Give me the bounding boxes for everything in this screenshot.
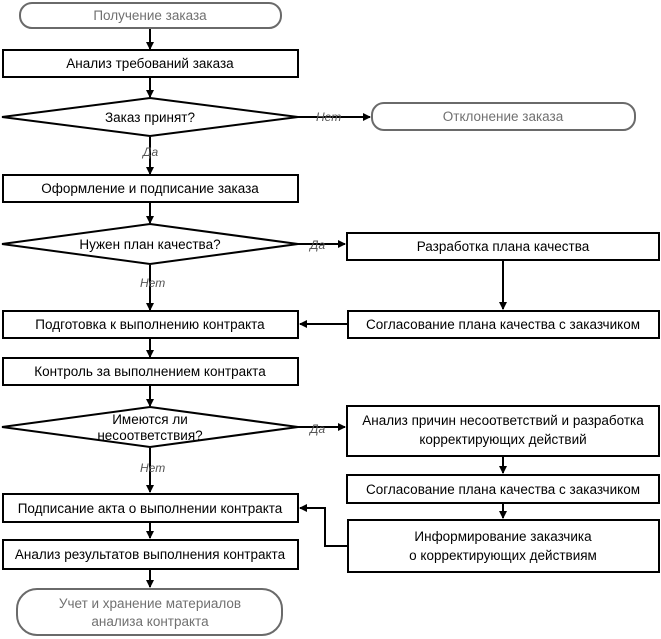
node-nonconformities-question-line1: Имеются ли xyxy=(112,412,188,427)
node-store-materials: Учет и хранение материалов анализа контр… xyxy=(16,588,283,636)
node-agree-quality-plan-2: Согласование плана качества с заказчиком xyxy=(346,474,660,504)
node-order-accepted: Заказ принят? xyxy=(1,96,299,138)
edge-label-no-2: Нет xyxy=(140,276,165,290)
node-develop-quality-plan-label: Разработка плана качества xyxy=(417,239,590,254)
edge-labels: Нет Да Да Нет Да Нет xyxy=(140,110,341,475)
node-store-materials-line1: Учет и хранение материалов xyxy=(59,596,241,611)
node-agree-quality-plan-1-label: Согласование плана качества с заказчиком xyxy=(366,317,640,332)
edge-label-yes-2: Да xyxy=(308,238,325,252)
node-receive-order-label: Получение заказа xyxy=(93,8,207,23)
node-analyze-causes-line2: корректирующих действий xyxy=(419,432,586,447)
node-sign-completion-act-label: Подписание акта о выполнении контракта xyxy=(18,501,283,516)
node-analyze-requirements-label: Анализ требований заказа xyxy=(66,56,234,71)
node-analyze-causes-line1: Анализ причин несоответствий и разработк… xyxy=(362,413,644,428)
node-control-execution: Контроль за выполнением контракта xyxy=(2,357,299,386)
node-order-accepted-label: Заказ принят? xyxy=(105,110,195,125)
edge-label-no-1: Нет xyxy=(316,110,341,124)
node-control-execution-label: Контроль за выполнением контракта xyxy=(34,364,266,379)
node-need-quality-plan: Нужен план качества? xyxy=(1,222,299,266)
node-agree-quality-plan-1: Согласование плана качества с заказчиком xyxy=(347,310,660,339)
edge-inform-to-signact xyxy=(299,504,348,547)
node-sign-completion-act: Подписание акта о выполнении контракта xyxy=(2,493,299,523)
node-prepare-execution-label: Подготовка к выполнению контракта xyxy=(35,317,265,332)
node-receive-order: Получение заказа xyxy=(19,2,282,29)
node-reject-order-label: Отклонение заказа xyxy=(443,109,564,124)
node-formalize-sign-label: Оформление и подписание заказа xyxy=(41,181,259,196)
node-inform-customer: Информирование заказчика о корректирующи… xyxy=(347,519,660,573)
node-formalize-sign: Оформление и подписание заказа xyxy=(2,174,299,203)
node-analyze-results-label: Анализ результатов выполнения контракта xyxy=(15,547,286,562)
edge-label-no-3: Нет xyxy=(140,461,165,475)
node-reject-order: Отклонение заказа xyxy=(371,102,636,131)
node-need-quality-plan-label: Нужен план качества? xyxy=(79,237,220,252)
node-analyze-requirements: Анализ требований заказа xyxy=(2,49,299,78)
node-inform-customer-line2: о корректирующих действиям xyxy=(409,548,597,563)
node-develop-quality-plan: Разработка плана качества xyxy=(346,232,660,261)
edge-label-yes-3: Да xyxy=(308,422,325,436)
node-prepare-execution: Подготовка к выполнению контракта xyxy=(2,310,299,339)
edge-label-yes-1: Да xyxy=(141,145,158,159)
edges xyxy=(146,29,507,588)
node-nonconformities-question: Имеются ли несоответствия? xyxy=(1,405,299,449)
node-store-materials-line2: анализа контракта xyxy=(91,614,209,629)
node-inform-customer-line1: Информирование заказчика xyxy=(414,529,592,544)
node-analyze-results: Анализ результатов выполнения контракта xyxy=(2,539,299,570)
node-agree-quality-plan-2-label: Согласование плана качества с заказчиком xyxy=(366,482,640,497)
node-analyze-causes: Анализ причин несоответствий и разработк… xyxy=(346,405,660,457)
node-nonconformities-question-line2: несоответствия? xyxy=(97,428,202,443)
